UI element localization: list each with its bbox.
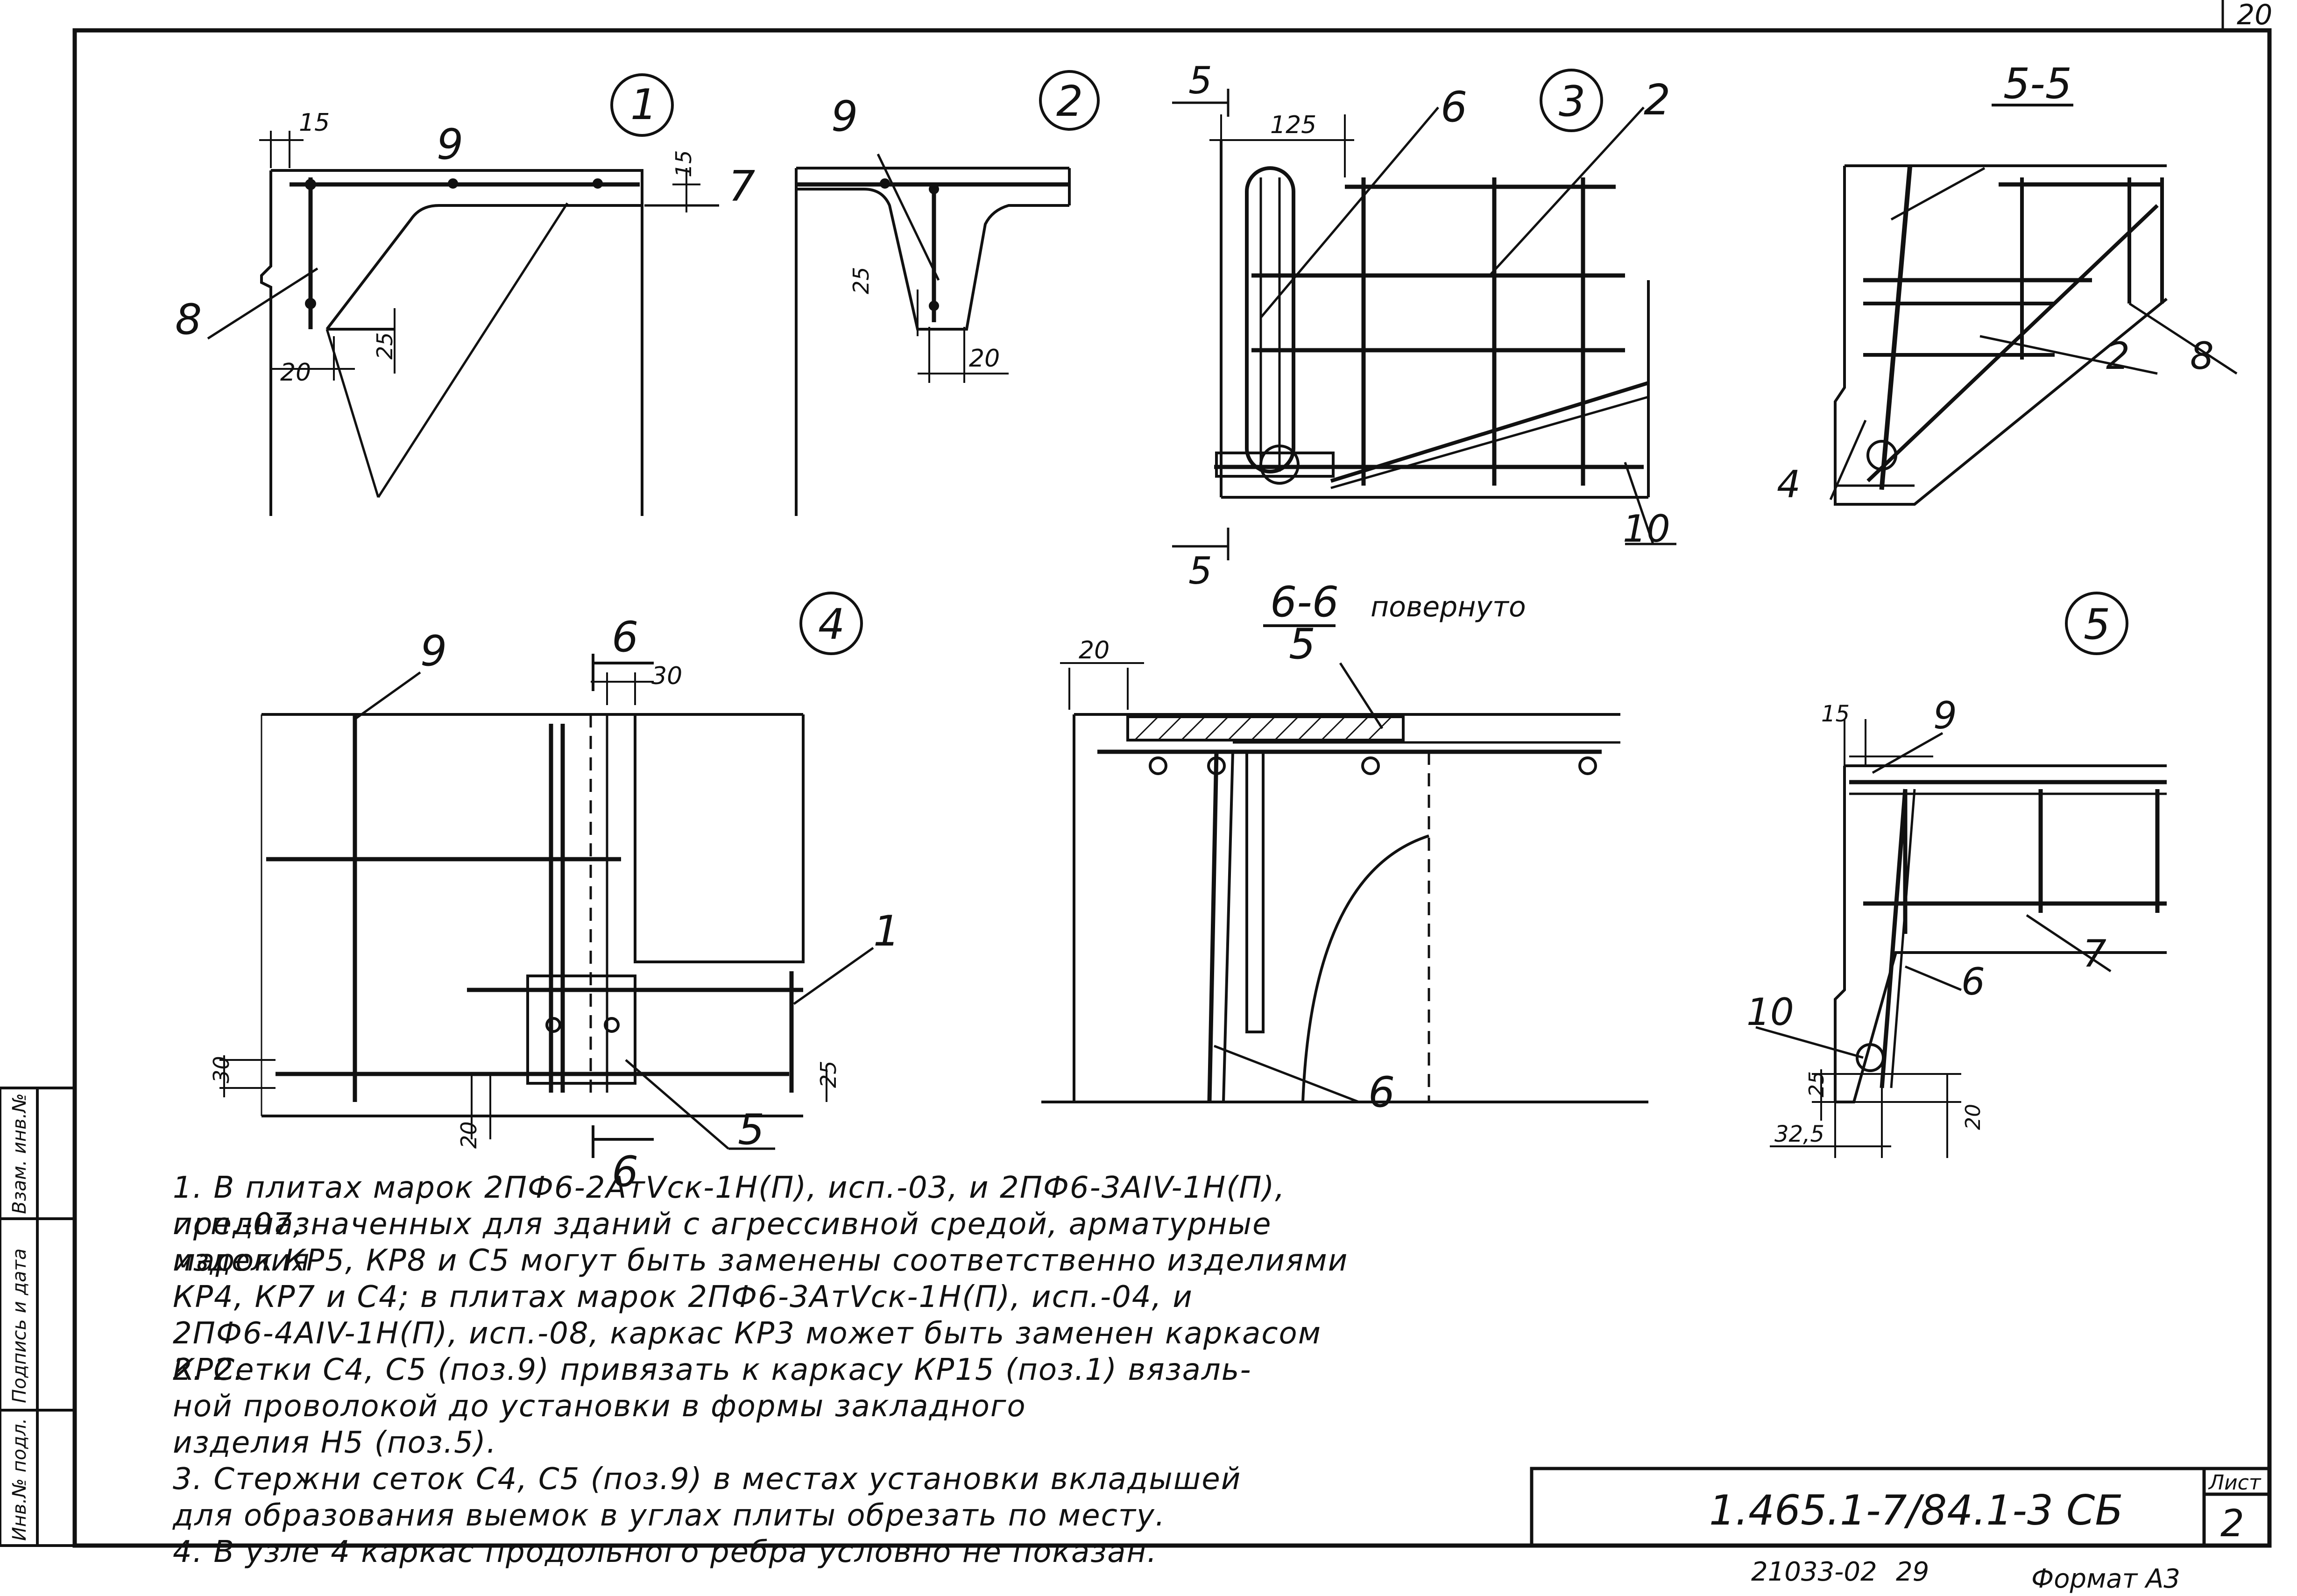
node-2-view bbox=[795, 153, 1071, 516]
section-5-5-pos-8: 8 bbox=[2190, 334, 2214, 378]
section-5-5-pos-4: 4 bbox=[1777, 463, 1801, 506]
note-line-2: предназначенных для зданий с агрессивной… bbox=[173, 1207, 1272, 1278]
node-3-view bbox=[1172, 89, 1676, 560]
node-5-dim-25: 25 bbox=[1805, 1071, 1829, 1097]
node-5-pos-10: 10 bbox=[1746, 990, 1794, 1034]
note-line-6: 2. Сетки С4, С5 (поз.9) привязать к карк… bbox=[173, 1353, 1252, 1387]
note-line-10: для образования выемок в углах плиты обр… bbox=[173, 1498, 1166, 1533]
node-4-pos-9: 9 bbox=[420, 627, 447, 676]
node-4-pos-5: 5 bbox=[738, 1105, 764, 1154]
node-4-view bbox=[219, 654, 874, 1158]
section-6-6-dim-20: 20 bbox=[1079, 636, 1110, 664]
node-1-dim-25: 25 bbox=[372, 332, 397, 360]
note-line-1: 1. В плитах марок 2ПФ6-2АтVск-1Н(П), исп… bbox=[173, 1171, 1286, 1242]
node-5-dim-15: 15 bbox=[1821, 701, 1850, 727]
note-line-9: 3. Стержни сеток С4, С5 (поз.9) в местах… bbox=[173, 1462, 1242, 1497]
node-5-dim-20: 20 bbox=[1961, 1104, 1985, 1130]
node-5-badge: 5 bbox=[2084, 600, 2110, 649]
node-5-dim-32-5: 32,5 bbox=[1774, 1121, 1824, 1147]
node-4-dim-20: 20 bbox=[456, 1121, 481, 1149]
side-stamp-field-1: Инв.№ подл. bbox=[9, 1418, 30, 1541]
sheet-format: Формат А3 bbox=[2031, 1564, 2180, 1594]
sheet-label: Лист bbox=[2208, 1471, 2262, 1495]
archive-number: 21033-02 bbox=[1751, 1557, 1877, 1587]
section-5-5-view bbox=[1829, 164, 2238, 506]
node-1-view bbox=[207, 131, 719, 516]
node-4-section-mark-bottom: 6 bbox=[612, 1147, 638, 1196]
sheet-number: 2 bbox=[2220, 1502, 2244, 1545]
node-1-pos-7: 7 bbox=[728, 162, 755, 211]
node-4-dim-25: 25 bbox=[816, 1060, 841, 1088]
node-2-dim-20: 20 bbox=[969, 345, 1000, 373]
node-1-badge: 1 bbox=[630, 80, 657, 129]
node-4-badge: 4 bbox=[818, 600, 845, 649]
node-4-pos-1: 1 bbox=[873, 907, 900, 956]
side-stamp-field-2: Подпись и дата bbox=[9, 1249, 30, 1403]
node-2-dim-25: 25 bbox=[848, 267, 874, 294]
section-6-6-view bbox=[1041, 662, 1648, 1103]
node-3-section-mark-bottom: 5 bbox=[1188, 549, 1212, 593]
note-line-4: КР4, КР7 и С4; в плитах марок 2ПФ6-3АтVс… bbox=[173, 1280, 1193, 1314]
node-3-badge: 3 bbox=[1559, 77, 1585, 126]
node-4-dim-30b: 30 bbox=[209, 1056, 234, 1083]
node-5-pos-9: 9 bbox=[1933, 694, 1957, 737]
side-stamp bbox=[0, 1087, 76, 1547]
section-6-6-note: повернуто bbox=[1371, 591, 1526, 623]
node-2-badge: 2 bbox=[1056, 77, 1083, 126]
node-1-badge-circle bbox=[610, 73, 674, 137]
document-code: 1.465.1-7/84.1-3 СБ bbox=[1709, 1486, 2123, 1534]
node-3-dim-125: 125 bbox=[1270, 111, 1316, 139]
node-1-dim-15a: 15 bbox=[299, 109, 330, 137]
section-5-5-title: 5-5 bbox=[2003, 59, 2072, 108]
node-5-pos-6: 6 bbox=[1961, 960, 1985, 1003]
node-5-pos-7: 7 bbox=[2083, 932, 2106, 975]
archive-sheet: 29 bbox=[1896, 1557, 1929, 1587]
node-2-pos-9: 9 bbox=[831, 92, 858, 141]
node-4-section-mark-top: 6 bbox=[612, 613, 638, 662]
note-line-7: ной проволокой до установки в формы закл… bbox=[173, 1389, 1026, 1424]
embedded-plate-h5 bbox=[526, 975, 636, 1085]
section-6-6-title: 6-6 bbox=[1270, 578, 1339, 627]
note-line-11: 4. В узле 4 каркас продольного ребра усл… bbox=[173, 1535, 1158, 1569]
node-4-dim-30a: 30 bbox=[651, 662, 682, 690]
sheet-frame bbox=[72, 28, 2272, 1548]
node-3-section-mark-top: 5 bbox=[1188, 59, 1212, 102]
section-5-5-pos-2: 2 bbox=[2106, 334, 2130, 378]
node-4-badge-circle bbox=[799, 592, 863, 655]
node-2-badge-circle bbox=[1039, 70, 1100, 131]
node-5-view bbox=[1755, 719, 2167, 1158]
node-1-dim-15b: 15 bbox=[671, 150, 696, 177]
node-1-pos-8: 8 bbox=[175, 295, 202, 344]
node-5-badge-circle bbox=[2065, 592, 2128, 655]
node-1-pos-9: 9 bbox=[437, 120, 463, 169]
note-line-5: 2ПФ6-4АIV-1Н(П), исп.-08, каркас КР3 мож… bbox=[173, 1316, 1322, 1387]
section-6-6-pos-6: 6 bbox=[1368, 1068, 1395, 1117]
node-3-pos-10: 10 bbox=[1623, 507, 1670, 551]
sheet-corner-number: 20 bbox=[2237, 0, 2272, 31]
note-line-3: марок КР5, КР8 и С5 могут быть заменены … bbox=[173, 1243, 1349, 1278]
section-6-6-pos-5: 5 bbox=[1289, 620, 1315, 669]
node-3-badge-circle bbox=[1540, 69, 1603, 132]
node-3-pos-6: 6 bbox=[1441, 83, 1467, 132]
node-3-pos-2: 2 bbox=[1644, 76, 1670, 125]
side-stamp-field-3: Взам. инв.№ bbox=[9, 1093, 30, 1214]
title-block bbox=[1530, 1467, 2271, 1547]
node-1-dim-20: 20 bbox=[280, 359, 311, 387]
note-line-8: изделия Н5 (поз.5). bbox=[173, 1426, 497, 1460]
